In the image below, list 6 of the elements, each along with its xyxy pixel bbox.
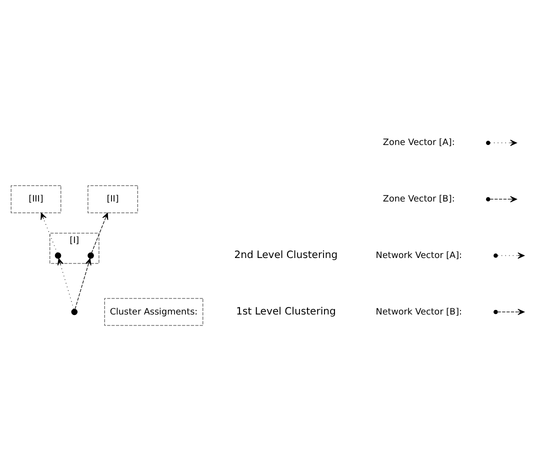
- legend-label: Network Vector [A]:: [376, 250, 462, 260]
- legend-label: Zone Vector [A]:: [382, 138, 455, 148]
- label: 2nd Level Clustering: [234, 249, 338, 260]
- label: 1st Level Clustering: [236, 306, 336, 317]
- legend-label: Zone Vector [B]:: [382, 194, 455, 204]
- legend-label: Network Vector [B]:: [376, 306, 462, 317]
